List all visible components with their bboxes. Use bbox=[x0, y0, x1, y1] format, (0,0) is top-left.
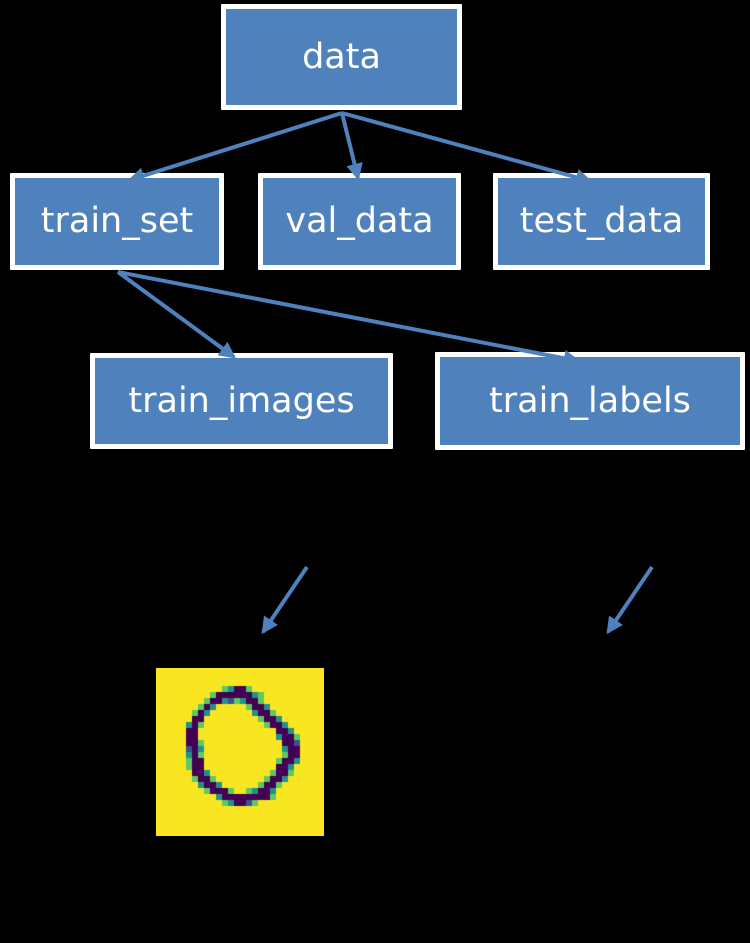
node-train-images-label: train_images bbox=[128, 380, 355, 421]
node-data: data bbox=[221, 4, 462, 110]
node-train-set-label: train_set bbox=[40, 201, 194, 241]
arrow-data-to-val-data bbox=[340, 112, 363, 181]
node-train-labels-label: train_labels bbox=[489, 380, 691, 421]
mnist-digit-image bbox=[156, 668, 324, 836]
node-train-labels: train_labels bbox=[435, 352, 745, 450]
node-val-data: val_data bbox=[258, 173, 461, 270]
node-test-data: test_data bbox=[493, 173, 710, 270]
node-data-label: data bbox=[302, 36, 381, 77]
node-train-images: train_images bbox=[90, 353, 393, 449]
arrow-pointer-below-train-labels bbox=[606, 565, 654, 635]
arrow-data-to-train-set bbox=[127, 111, 343, 184]
node-test-data-label: test_data bbox=[519, 201, 684, 241]
arrow-data-to-test-data bbox=[341, 111, 593, 186]
arrow-train-set-to-train-images bbox=[116, 270, 237, 359]
node-val-data-label: val_data bbox=[285, 201, 434, 241]
arrow-train-set-to-train-labels bbox=[117, 270, 581, 367]
arrow-pointer-to-sample-image bbox=[261, 565, 309, 635]
node-train-set: train_set bbox=[10, 173, 224, 270]
